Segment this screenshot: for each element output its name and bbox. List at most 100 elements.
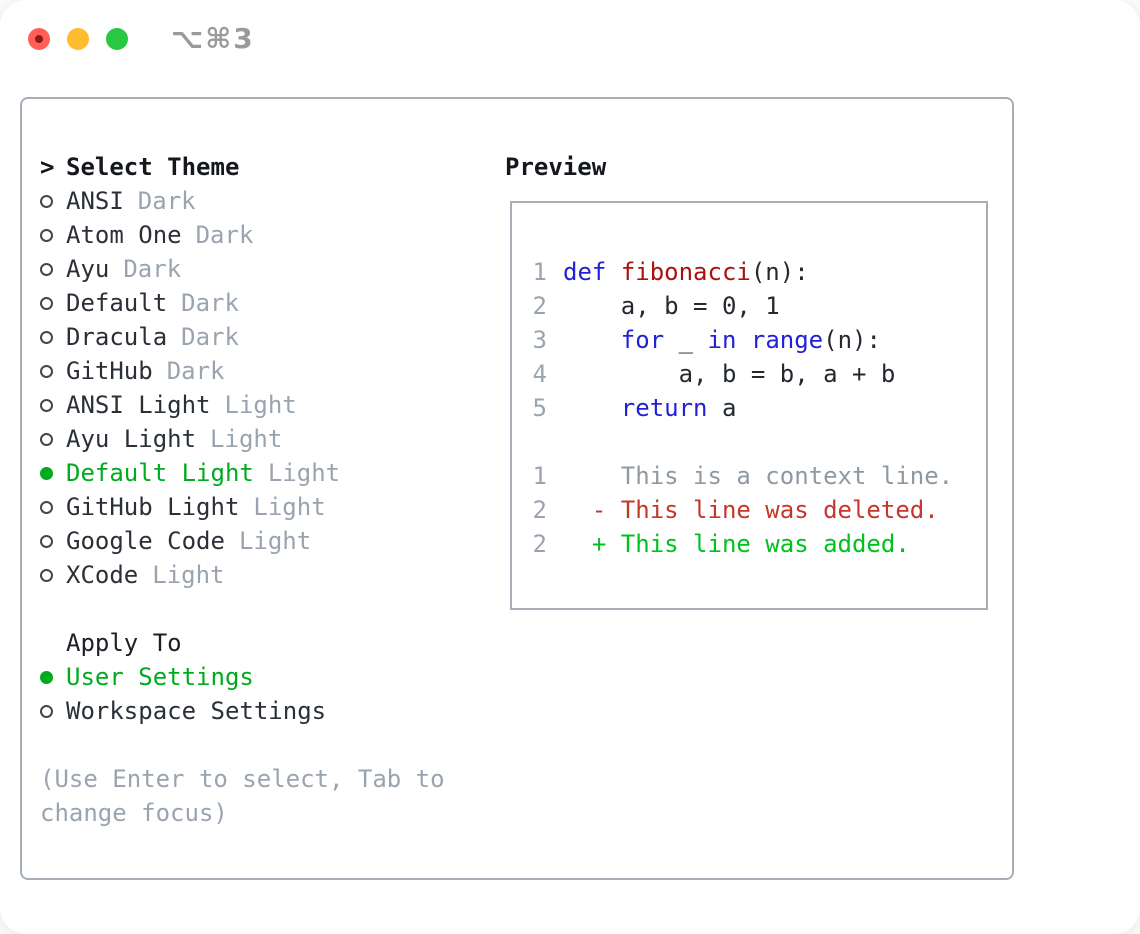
preview-section: Preview 1 def fibonacci(n): 2 a, b = 0, … [505,150,995,610]
minimize-button[interactable] [67,28,89,50]
theme-item-atom-one-dark[interactable]: Atom One Dark [40,218,495,252]
theme-name: Atom One [66,221,182,249]
theme-variant: Light [224,391,297,419]
titlebar: ⌥⌘3 [28,22,255,55]
theme-name: Dracula [66,323,168,351]
theme-item-default-light[interactable]: Default Light Light [40,456,495,490]
theme-item-ansi-light[interactable]: ANSI Light Light [40,388,495,422]
code-token: + This line was added. [563,530,910,558]
code-token: def [563,258,607,286]
theme-item-ayu-light[interactable]: Ayu Light Light [40,422,495,456]
theme-variant: Light [253,493,326,521]
theme-item-google-code[interactable]: Google Code Light [40,524,495,558]
code-token: This is a context line. [563,462,954,490]
apply-option-label: User Settings [66,663,254,691]
code-line: 4 a, b = b, a + b [532,357,986,391]
theme-variant: Light [210,425,283,453]
theme-name: Default [66,289,168,317]
radio-icon [40,704,53,718]
radio-icon [40,568,53,582]
code-token: a, b = b, a + b [563,360,896,388]
radio-icon [40,398,53,412]
cursor-marker-icon: > [40,153,55,181]
radio-icon [40,330,53,344]
close-button[interactable] [28,28,50,50]
zoom-button[interactable] [106,28,128,50]
code-token: a [707,394,737,422]
spacer [40,728,495,762]
radio-icon [40,534,53,548]
apply-option-workspace-settings[interactable]: Workspace Settings [40,694,495,728]
code-line-blank [532,425,986,459]
theme-name: GitHub [66,357,153,385]
preview-title: Preview [505,153,607,181]
line-number: 2 [532,530,547,558]
theme-item-ansi-dark[interactable]: ANSI Dark [40,184,495,218]
code-token: return [620,394,708,422]
code-token [563,394,621,422]
code-line: 3 for _ in range(n): [532,323,986,357]
theme-item-ayu-dark[interactable]: Ayu Dark [40,252,495,286]
theme-variant: Light [267,459,341,487]
code-token: (n): [823,326,881,354]
theme-name: GitHub Light [66,493,240,521]
line-number: 4 [532,360,547,388]
radio-selected-icon [40,670,53,684]
line-number: 1 [532,462,547,490]
theme-variant: Dark [181,323,239,351]
theme-name: XCode [66,561,139,589]
apply-to-header: Apply To [40,626,495,660]
code-token: (n): [750,258,809,286]
theme-item-github-light[interactable]: GitHub Light Light [40,490,495,524]
select-theme-title: Select Theme [66,153,240,181]
unsaved-dot-icon [35,35,43,43]
code-token: in [707,326,737,354]
code-token [736,326,750,354]
theme-name: Ayu [66,255,110,283]
theme-name: Default Light [66,459,254,487]
theme-name: ANSI Light [66,391,211,419]
line-number: 3 [532,326,547,354]
spacer [40,592,495,626]
theme-item-dracula-dark[interactable]: Dracula Dark [40,320,495,354]
theme-variant: Dark [181,289,239,317]
apply-to-title: Apply To [66,629,182,657]
radio-icon [40,432,53,446]
radio-selected-icon [40,466,53,480]
theme-name: Ayu Light [66,425,197,453]
theme-variant: Dark [195,221,254,249]
window-title-shortcut: ⌥⌘3 [171,22,255,55]
help-text: (Use Enter to select, Tab to change focu… [40,765,445,827]
diff-added-line: 2 + This line was added. [532,527,986,561]
code-token: fibonacci [620,258,751,286]
theme-variant: Dark [166,357,225,385]
code-line: 5 return a [532,391,986,425]
radio-icon [40,364,53,378]
apply-option-user-settings[interactable]: User Settings [40,660,495,694]
line-number: 5 [532,394,547,422]
line-number: 2 [532,496,547,524]
code-token: - This line was deleted. [563,496,939,524]
code-token [563,326,621,354]
theme-variant: Light [152,561,225,589]
theme-variant: Dark [137,187,196,215]
theme-variant: Dark [123,255,182,283]
theme-item-github-dark[interactable]: GitHub Dark [40,354,495,388]
theme-name: Google Code [66,527,225,555]
select-theme-header: > Select Theme [40,150,495,184]
radio-icon [40,262,53,276]
theme-list: > Select Theme ANSI Dark Atom One Dark A… [40,150,495,830]
radio-icon [40,228,53,242]
code-token: for [620,326,665,354]
code-line: 2 a, b = 0, 1 [532,289,986,323]
radio-icon [40,296,53,310]
line-number: 2 [532,292,547,320]
apply-option-label: Workspace Settings [66,697,327,725]
code-token: _ [664,326,708,354]
code-token [606,258,620,286]
theme-item-xcode[interactable]: XCode Light [40,558,495,592]
radio-icon [40,500,53,514]
code-token: a, b = 0, 1 [563,292,780,320]
theme-item-default-dark[interactable]: Default Dark [40,286,495,320]
